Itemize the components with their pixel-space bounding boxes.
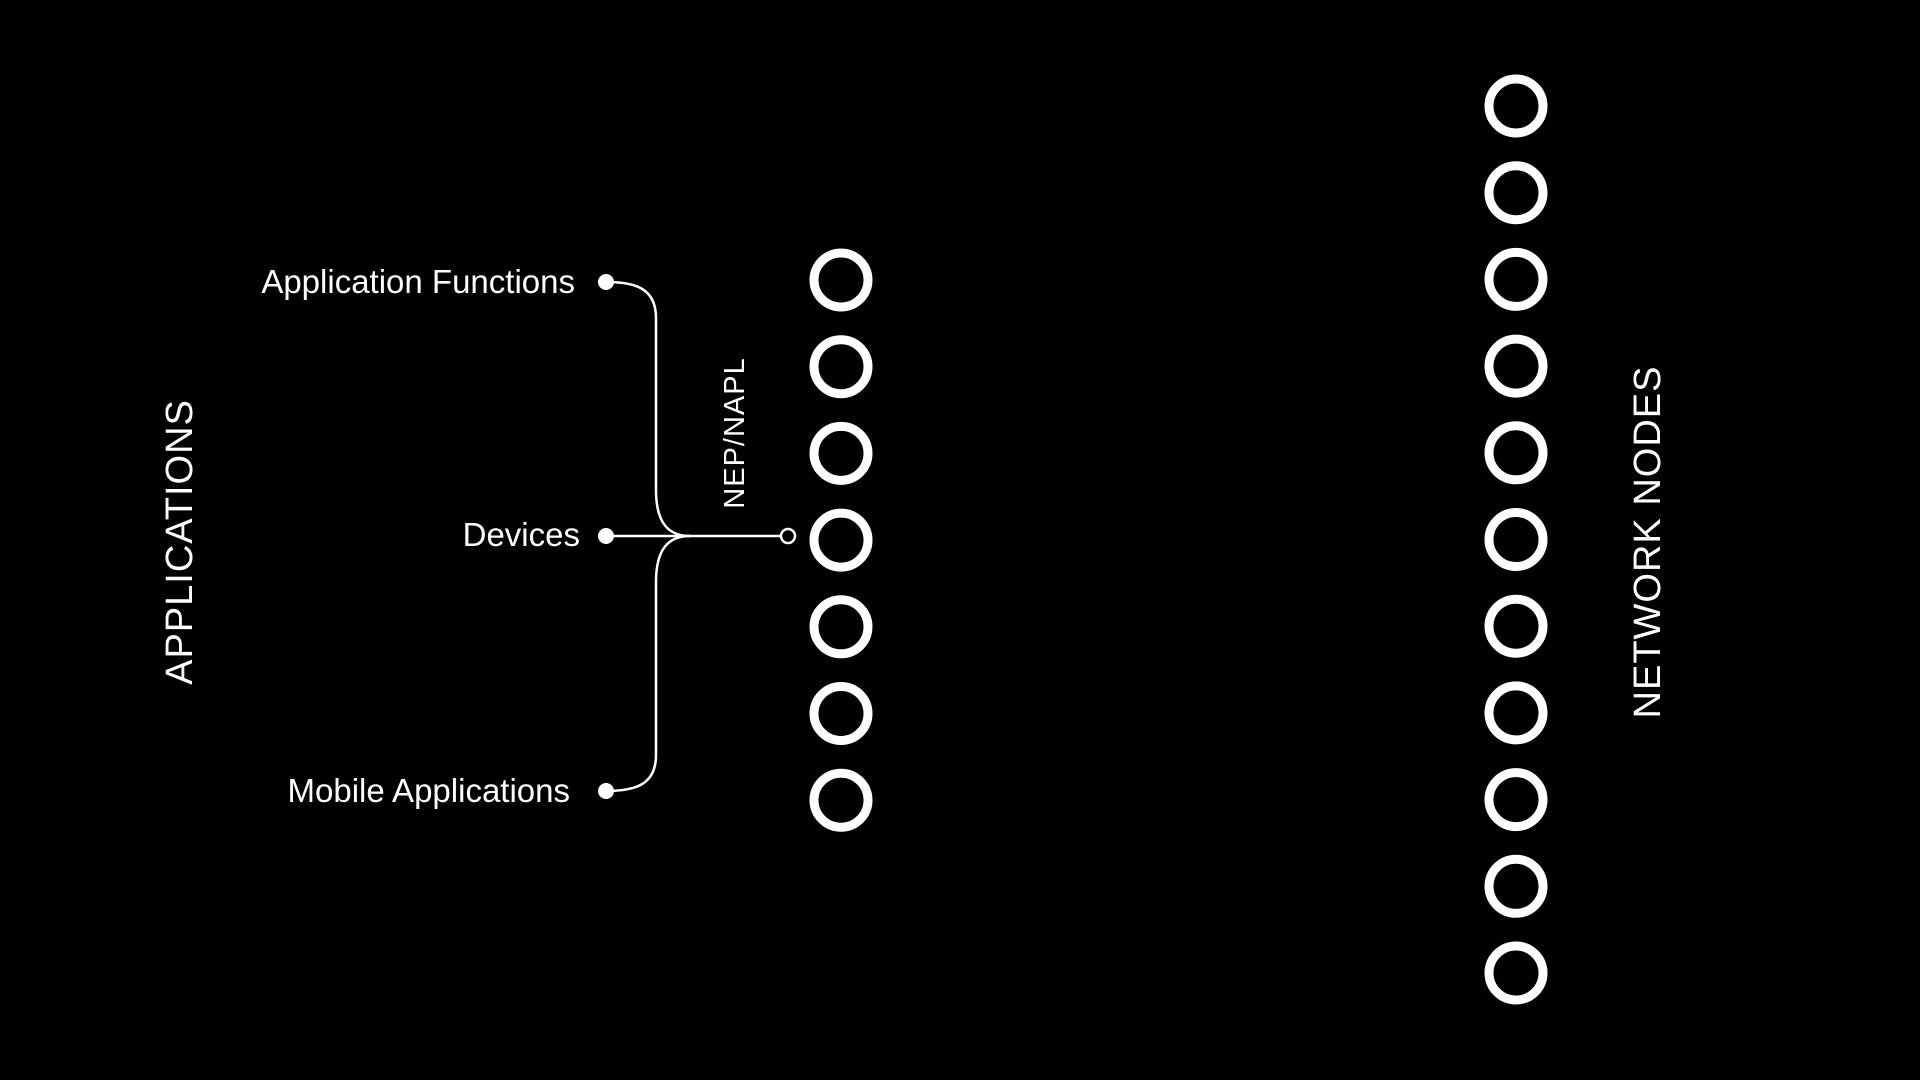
exposure-node-1 (809, 248, 873, 312)
network-node-2 (1484, 161, 1548, 225)
network-nodes-title: NETWORK NODES (1627, 366, 1669, 719)
connector-endpoint (779, 527, 797, 545)
network-node-1 (1484, 74, 1548, 138)
network-node-column (1484, 74, 1548, 1005)
exposure-node-3 (809, 421, 873, 485)
network-node-3 (1484, 247, 1548, 311)
exposure-node-7 (809, 768, 873, 832)
network-node-4 (1484, 334, 1548, 398)
interface-label: NEP/NAPL (719, 357, 751, 508)
network-node-7 (1484, 594, 1548, 658)
network-node-10 (1484, 854, 1548, 918)
exposure-node-column (809, 248, 873, 832)
network-node-11 (1484, 941, 1548, 1005)
network-node-8 (1484, 681, 1548, 745)
network-node-5 (1484, 421, 1548, 485)
connector-application-functions (605, 280, 691, 538)
exposure-node-4 (809, 508, 873, 572)
network-node-9 (1484, 768, 1548, 832)
exposure-node-5 (809, 595, 873, 659)
applications-title: APPLICATIONS (159, 399, 201, 685)
source-label-application-functions: Application Functions (261, 263, 575, 300)
network-node-6 (1484, 508, 1548, 571)
exposure-node-6 (809, 682, 873, 745)
exposure-node-2 (809, 335, 873, 399)
connector-mobile-applications (605, 534, 691, 793)
source-label-devices: Devices (463, 516, 580, 553)
source-label-mobile-applications: Mobile Applications (288, 772, 571, 809)
